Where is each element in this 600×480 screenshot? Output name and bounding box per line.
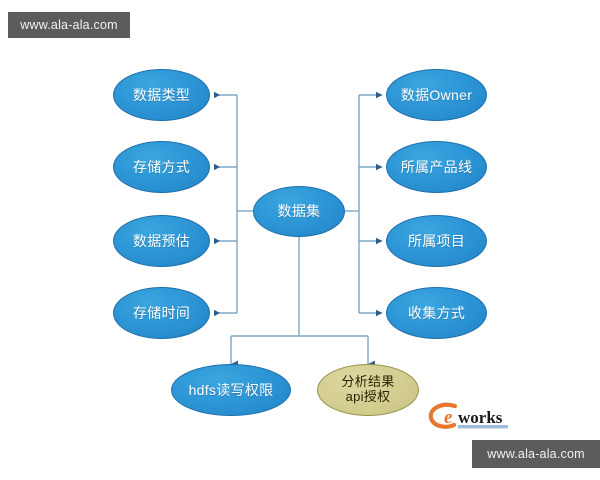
node-dataset-label: 数据集 [277,203,321,220]
node-data-type[interactable]: 数据类型 [113,69,210,121]
logo-initial: e [444,407,453,428]
logo-wordmark: works [458,408,503,427]
node-hdfs-permission[interactable]: hdfs读写权限 [171,364,291,416]
node-storage-time-label: 存储时间 [132,304,191,321]
node-storage-method[interactable]: 存储方式 [113,141,210,193]
node-data-estimate[interactable]: 数据预估 [113,215,210,267]
node-api-authorization-label: 分析结果 api授权 [341,374,395,404]
watermark-bottom-label: www.ala-ala.com [487,447,585,461]
node-storage-method-label: 存储方式 [132,158,191,175]
node-project[interactable]: 所属项目 [386,215,487,267]
e-works-logo: e works [428,402,508,429]
node-data-estimate-label: 数据预估 [132,232,191,249]
node-data-owner[interactable]: 数据Owner [386,69,487,121]
node-collection-method[interactable]: 收集方式 [386,287,487,339]
node-dataset[interactable]: 数据集 [253,186,345,237]
node-collection-method-label: 收集方式 [407,304,466,321]
logo-swoosh-icon [428,402,458,429]
watermark-top: www.ala-ala.com [8,12,130,38]
node-api-authorization[interactable]: 分析结果 api授权 [317,364,419,416]
node-product-line[interactable]: 所属产品线 [386,141,487,193]
node-storage-time[interactable]: 存储时间 [113,287,210,339]
watermark-top-label: www.ala-ala.com [20,18,118,32]
watermark-bottom: www.ala-ala.com [472,440,600,468]
node-product-line-label: 所属产品线 [400,158,473,175]
node-data-type-label: 数据类型 [132,86,191,103]
node-project-label: 所属项目 [407,232,466,249]
node-data-owner-label: 数据Owner [400,86,473,103]
node-hdfs-permission-label: hdfs读写权限 [188,381,274,398]
logo-underbar [458,425,508,429]
